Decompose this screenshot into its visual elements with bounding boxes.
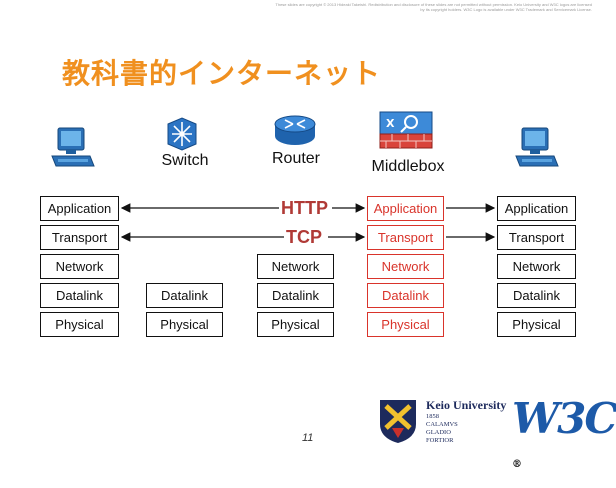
switch-physical-layer: Physical xyxy=(146,312,223,337)
host-left-network-layer: Network xyxy=(40,254,119,279)
middlebox-transport-layer: Transport xyxy=(367,225,444,250)
keio-university-emblem-icon xyxy=(380,400,416,443)
host-left-physical-layer: Physical xyxy=(40,312,119,337)
router-physical-layer: Physical xyxy=(257,312,334,337)
keio-motto-1: CALAMVS xyxy=(426,421,458,428)
keio-motto-2: GLADIO xyxy=(426,429,451,436)
computer-left-icon xyxy=(51,127,95,167)
host-left-transport-layer: Transport xyxy=(40,225,119,250)
router-network-layer: Network xyxy=(257,254,334,279)
copyright-notice: These slides are copyright © 2013 Hideak… xyxy=(275,2,592,12)
switch-icon xyxy=(167,117,197,151)
w3c-registered-mark: ® xyxy=(512,459,522,470)
svg-text:X: X xyxy=(386,117,395,130)
switch-datalink-layer: Datalink xyxy=(146,283,223,308)
router-icon xyxy=(274,115,316,145)
middlebox-physical-layer: Physical xyxy=(367,312,444,337)
keio-year: 1858 xyxy=(426,413,439,420)
middlebox-application-layer: Application xyxy=(367,196,444,221)
middlebox-network-layer: Network xyxy=(367,254,444,279)
slide: These slides are copyright © 2013 Hideak… xyxy=(40,2,616,470)
keio-name: Keio University xyxy=(426,398,507,412)
connection-arrows xyxy=(120,203,496,242)
router-datalink-layer: Datalink xyxy=(257,283,334,308)
host-left-datalink-layer: Datalink xyxy=(40,283,119,308)
keio-university-wordmark: Keio University 1858 CALAMVS GLADIO FORT… xyxy=(426,398,506,445)
switch-label: Switch xyxy=(161,152,209,169)
http-label: HTTP xyxy=(279,198,330,219)
w3c-logo: W3C ® xyxy=(512,396,616,488)
host-right-transport-layer: Transport xyxy=(497,225,576,250)
w3c-logo-text: W3C xyxy=(512,394,616,443)
slide-title: 教科書的インターネット xyxy=(62,58,382,89)
host-right-physical-layer: Physical xyxy=(497,312,576,337)
tcp-label: TCP xyxy=(284,227,324,248)
middlebox-label: Middlebox xyxy=(371,158,445,175)
computer-right-icon xyxy=(515,127,559,167)
middlebox-firewall-icon: X xyxy=(379,111,433,149)
middlebox-datalink-layer: Datalink xyxy=(367,283,444,308)
host-right-application-layer: Application xyxy=(497,196,576,221)
page-number: 11 xyxy=(302,432,314,444)
host-right-network-layer: Network xyxy=(497,254,576,279)
host-left-application-layer: Application xyxy=(40,196,119,221)
keio-motto-3: FORTIOR xyxy=(426,437,454,444)
router-label: Router xyxy=(271,150,321,167)
host-right-datalink-layer: Datalink xyxy=(497,283,576,308)
